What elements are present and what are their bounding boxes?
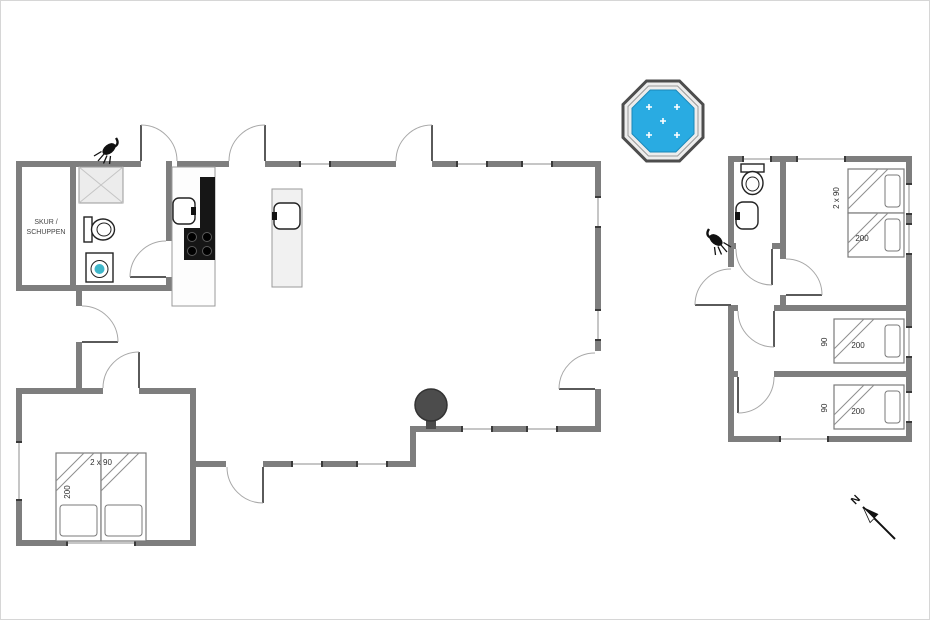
door-swing	[228, 124, 266, 162]
window	[291, 461, 323, 467]
annex-walls	[728, 156, 912, 442]
bedroom-annex-top: 2 x 90 200	[832, 168, 905, 258]
door-swing	[735, 248, 773, 286]
shower-head-icon	[706, 227, 733, 257]
annex-windows	[742, 156, 912, 442]
sink-icon	[172, 197, 196, 225]
shed-label-line1: SKUR /	[34, 219, 57, 226]
shower-head-icon	[92, 136, 119, 166]
cooktop-icon	[184, 228, 215, 260]
kitchen	[171, 166, 303, 307]
annex: 2 x 90 200 90 200 90 200	[694, 156, 912, 442]
shed-label: SKUR / SCHUPPEN	[27, 219, 66, 236]
window	[796, 156, 846, 162]
window	[906, 183, 912, 215]
door-swing	[140, 124, 178, 162]
washbasin-icon	[735, 201, 759, 230]
tall-cabinet	[200, 177, 215, 228]
shed-label-line2: SCHUPPEN	[27, 229, 66, 236]
bed-size-label: 2 x 90	[832, 187, 841, 209]
window	[595, 309, 601, 341]
window	[356, 461, 388, 467]
bed	[833, 318, 905, 364]
door-swing	[785, 258, 823, 296]
bed-size-label: 2 x 90	[90, 458, 112, 467]
sink-icon	[272, 202, 301, 230]
bed-size-label: 90	[820, 403, 829, 412]
window	[66, 540, 136, 546]
bedroom-main: 2 x 90 200	[55, 452, 147, 542]
bed	[847, 168, 905, 214]
bed-length-label: 200	[63, 485, 72, 499]
bedroom-annex-middle: 90 200	[820, 318, 905, 364]
door-swing	[558, 352, 596, 390]
window	[906, 391, 912, 423]
window	[299, 161, 331, 167]
window	[906, 223, 912, 255]
window	[456, 161, 488, 167]
main-house: SKUR / SCHUPPEN	[16, 124, 601, 546]
bed	[100, 452, 147, 542]
shower-tray	[78, 166, 124, 204]
bedroom-annex-bottom: 90 200	[820, 384, 905, 430]
bed-length-label: 200	[855, 234, 869, 243]
window	[595, 196, 601, 228]
door-swing	[694, 268, 732, 306]
door-swing	[395, 124, 433, 162]
window	[461, 426, 493, 432]
wood-stove-icon	[414, 388, 448, 429]
main-house-doors	[81, 124, 596, 504]
toilet-icon	[740, 163, 765, 196]
door-swing	[102, 351, 140, 389]
bed-length-label: 200	[851, 407, 865, 416]
window	[906, 326, 912, 358]
door-swing	[737, 376, 775, 414]
hot-tub-icon	[621, 79, 705, 163]
door-swing	[81, 305, 119, 343]
window	[742, 156, 772, 162]
bed	[833, 384, 905, 430]
annex-doors	[694, 248, 823, 414]
compass-north-label: N	[849, 493, 863, 507]
door-swing	[129, 240, 167, 278]
window	[779, 436, 829, 442]
washing-machine-icon	[85, 252, 114, 283]
door-swing	[226, 466, 264, 504]
hot-tub-jets	[646, 104, 680, 138]
window	[16, 441, 22, 501]
window	[526, 426, 558, 432]
north-arrow-icon: N	[849, 493, 896, 540]
bed-length-label: 200	[851, 341, 865, 350]
bathroom-annex	[706, 163, 765, 257]
window	[521, 161, 553, 167]
bed-size-label: 90	[820, 337, 829, 346]
main-house-walls	[16, 161, 601, 546]
main-house-windows	[16, 161, 601, 546]
bathroom-main	[78, 136, 124, 283]
toilet-icon	[83, 216, 116, 243]
bed	[847, 212, 905, 258]
bed	[55, 452, 102, 542]
door-swing	[737, 310, 775, 348]
